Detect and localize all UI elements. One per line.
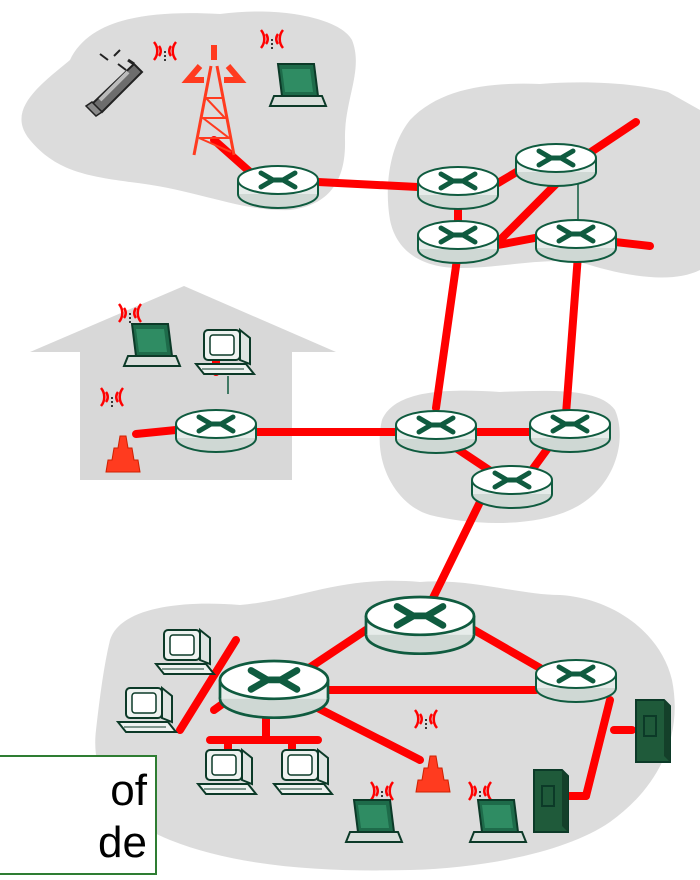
callout-line-1: of	[110, 766, 147, 815]
desktop-icon	[155, 629, 215, 675]
router-icon	[396, 411, 476, 453]
institutional-network-region	[95, 580, 675, 871]
mobile-network-region	[21, 11, 356, 211]
desktop-icon	[117, 687, 177, 733]
links	[132, 118, 654, 800]
desktop-icon	[273, 749, 333, 795]
server-icon	[533, 769, 569, 833]
desktop-icon	[195, 329, 255, 375]
router-icon	[176, 410, 256, 452]
desktop-icon	[197, 749, 257, 795]
router-icon	[220, 661, 328, 718]
router-icon	[536, 220, 616, 262]
router-icon	[536, 660, 616, 702]
cellphone-icon	[84, 49, 144, 117]
router-icon	[516, 144, 596, 186]
router-icon	[418, 167, 498, 209]
server-icon	[635, 699, 671, 763]
router-icon	[418, 221, 498, 263]
callout-line-2: de	[98, 818, 147, 867]
router-icon	[238, 166, 318, 208]
callout-box: of de	[0, 755, 157, 875]
cell-tower-icon	[181, 45, 247, 156]
router-icon	[366, 597, 474, 654]
router-icon	[472, 466, 552, 508]
router-icon	[530, 410, 610, 452]
home-network-house	[30, 286, 336, 480]
